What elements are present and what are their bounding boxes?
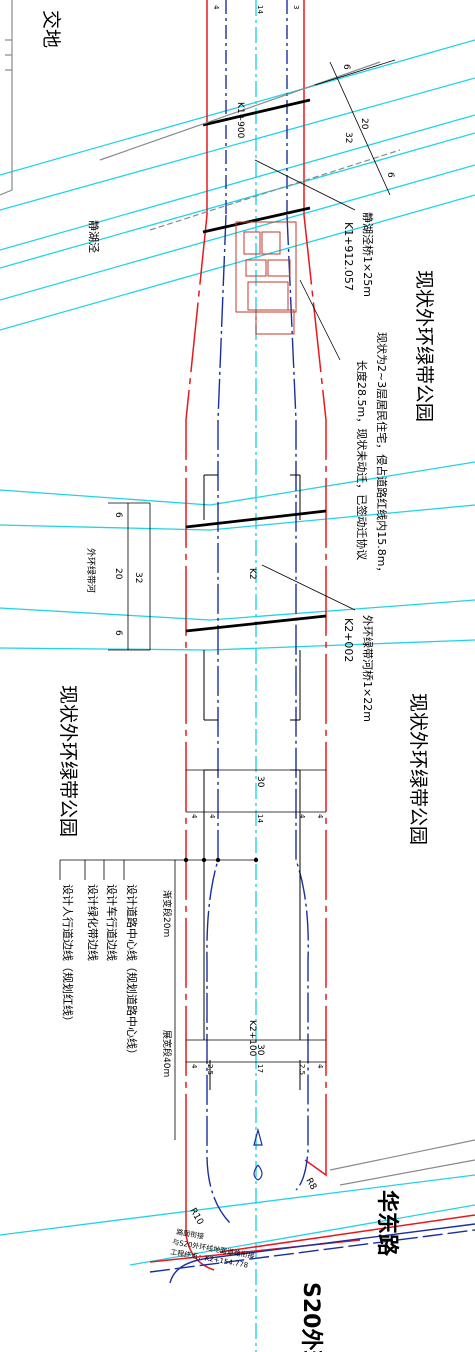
- section-a-part-3: 14: [256, 814, 264, 823]
- top-left-partial-label: 交地: [40, 10, 62, 48]
- housing-note-line1: 现状为2~3层居民住宅，侵占道路红线内15.8m，: [375, 332, 389, 577]
- park-top-label: 现状外环绿带公园: [413, 270, 435, 422]
- section-top-dim-left: 4: [212, 5, 220, 10]
- legend-sidewalk-edge: 设计人行道边线（规划红线）: [61, 884, 75, 1027]
- station-top-label: K1+912.057: [342, 222, 355, 291]
- river-top-dim-4: 6: [385, 172, 395, 178]
- bridge-lines: [185, 98, 327, 633]
- section-b-part-2: 2.5: [206, 1064, 214, 1075]
- legend-carriageway-edge: 设计车行道边线: [105, 884, 119, 961]
- house-buildings: [235, 221, 297, 335]
- section-a-part-2: 4: [208, 814, 216, 819]
- section-b-part-1: 4: [190, 1064, 198, 1069]
- blue-lane-lines: [149, 0, 475, 1284]
- river-mid-dim-2: 20: [113, 568, 123, 580]
- river-mid-dim-3: 32: [133, 572, 143, 583]
- river-top-dim-2: 20: [359, 118, 369, 130]
- road-name-s20: S20外环线: [298, 1282, 324, 1352]
- river-mid-name: 外环绿带河: [85, 548, 97, 593]
- section-b-part-4: 2.5: [298, 1064, 306, 1075]
- bridge-top-label: 静湖泾桥1×25m: [361, 212, 375, 297]
- river-top-name: 静湖泾: [87, 220, 101, 253]
- section-b-part-3: 17: [256, 1064, 264, 1073]
- river-top-dim-3: 32: [343, 132, 353, 143]
- section-top-dim-right: 3: [292, 5, 300, 9]
- legend-greenbelt-edge: 设计绿化带边线: [86, 884, 100, 961]
- park-right-label: 现状外环绿带公园: [407, 693, 429, 845]
- transition-length-label: 渐变段20m: [161, 890, 173, 937]
- section-a-part-1: 4: [190, 814, 198, 819]
- red-boundary-lines: [149, 0, 475, 1271]
- legend-road-centerline: 设计道路中心线（规划道路中心线）: [125, 884, 139, 1060]
- dimension-dots: [183, 857, 259, 863]
- gray-context-lines: [0, 0, 475, 1186]
- housing-note-line2: 长度28.5m，现状未动迁，已签动迁协议: [355, 360, 369, 560]
- north-arrow-marks: [253, 1127, 263, 1181]
- station-k2100-label: K2+100: [247, 1020, 257, 1057]
- section-b-part-5: 4: [316, 1064, 324, 1069]
- station-k1900-label: K1+900: [235, 102, 245, 139]
- bridge-mid-label: 外环绿带河桥1×22m: [361, 615, 375, 722]
- radius-label-r8: R8: [303, 1177, 318, 1193]
- river-mid-dim-1: 6: [113, 512, 123, 518]
- road-name-huadong: 华东路: [374, 1190, 400, 1257]
- widening-length-label: 展宽段40m: [161, 1030, 173, 1077]
- station-mid-label: K2+002: [342, 618, 355, 662]
- section-top-dim-center: 14: [256, 5, 264, 14]
- black-lane-lines: [203, 474, 301, 1090]
- section-a-part-4: 4: [298, 814, 306, 819]
- cyan-river-lines: [0, 39, 475, 1266]
- park-left-label: 现状外环绿带公园: [57, 685, 79, 837]
- dimension-lines: [59, 59, 396, 1140]
- section-b-total: 30: [255, 1044, 265, 1056]
- section-a-part-5: 4: [316, 814, 324, 819]
- river-top-dim-1: 6: [341, 64, 351, 70]
- section-a-total: 30: [255, 776, 265, 788]
- station-k2-label: K2: [247, 568, 257, 580]
- river-mid-dim-4: 6: [113, 630, 123, 636]
